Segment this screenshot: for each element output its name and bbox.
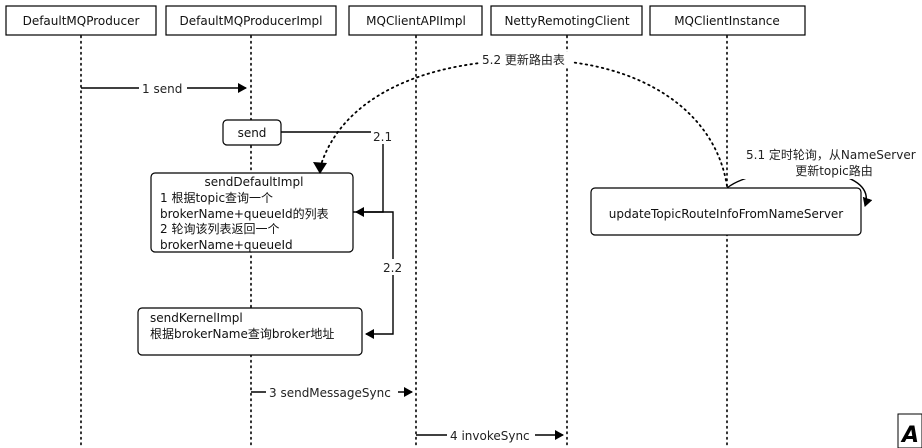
- corner-badge: A: [897, 413, 922, 448]
- send-default-line4: brokerName+queueId: [160, 238, 293, 252]
- message-3-label: 3 sendMessageSync: [269, 386, 391, 400]
- participant-producer-label: DefaultMQProducer: [23, 14, 140, 28]
- activity-send-default-impl[interactable]: sendDefaultImpl 1 根据topic查询一个 brokerName…: [150, 172, 354, 253]
- send-default-line1: 1 根据topic查询一个: [160, 191, 273, 205]
- participant-instance[interactable]: MQClientInstance: [649, 5, 806, 36]
- participant-api-impl[interactable]: MQClientAPIImpl: [348, 5, 483, 36]
- participant-api-impl-label: MQClientAPIImpl: [366, 14, 466, 28]
- message-5-2-arrow: [319, 59, 728, 187]
- activity-send[interactable]: send: [222, 119, 282, 146]
- activity-update-topic-route[interactable]: updateTopicRouteInfoFromNameServer: [590, 187, 862, 236]
- send-kernel-title: sendKernelImpl: [150, 311, 243, 325]
- participant-remoting[interactable]: NettyRemotingClient: [490, 5, 643, 36]
- message-5-2: 5.2 更新路由表: [313, 52, 728, 187]
- message-1-label: 1 send: [142, 82, 182, 96]
- message-4-label: 4 invokeSync: [450, 429, 530, 443]
- message-5-2-arrowhead: [313, 162, 327, 174]
- message-1-send: 1 send: [81, 80, 247, 96]
- message-4-invoke-sync: 4 invokeSync: [416, 427, 564, 443]
- participant-producer-impl-label: DefaultMQProducerImpl: [180, 14, 323, 28]
- message-2-1-label: 2.1: [373, 130, 392, 144]
- corner-badge-letter: A: [900, 423, 919, 448]
- send-default-line3: 2 轮询该列表返回一个: [160, 222, 279, 236]
- send-kernel-line1: 根据brokerName查询broker地址: [150, 327, 334, 341]
- participant-instance-label: MQClientInstance: [674, 14, 780, 28]
- update-route-label: updateTopicRouteInfoFromNameServer: [609, 207, 844, 221]
- message-3-send-message-sync: 3 sendMessageSync: [251, 384, 413, 400]
- message-5-1-label-line1: 5.1 定时轮询，从NameServer: [746, 147, 916, 162]
- message-5-1-label-line2: 更新topic路由: [795, 163, 873, 178]
- send-default-line2: brokerName+queueId的列表: [160, 206, 329, 221]
- participant-producer[interactable]: DefaultMQProducer: [5, 5, 157, 36]
- message-2-2: 2.2: [353, 211, 405, 339]
- participant-producer-impl[interactable]: DefaultMQProducerImpl: [165, 5, 337, 36]
- message-5-1: 5.1 定时轮询，从NameServer 更新topic路由: [726, 145, 920, 207]
- activity-send-kernel-impl[interactable]: sendKernelImpl 根据brokerName查询broker地址: [137, 307, 363, 356]
- activity-send-label: send: [238, 126, 267, 140]
- message-5-2-label: 5.2 更新路由表: [482, 52, 565, 67]
- send-default-title: sendDefaultImpl: [205, 175, 304, 189]
- participant-remoting-label: NettyRemotingClient: [504, 14, 629, 28]
- message-2-2-label: 2.2: [383, 261, 402, 275]
